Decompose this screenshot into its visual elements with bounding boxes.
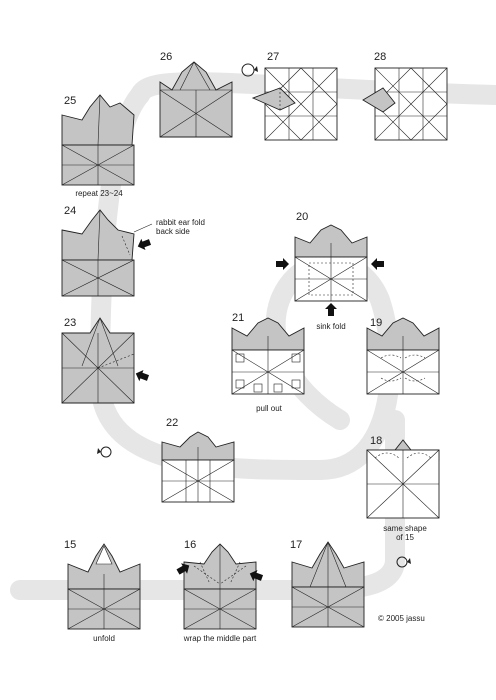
step-16-caption: wrap the middle part <box>183 634 257 643</box>
step-20-caption: sink fold <box>316 322 346 331</box>
step-number-21: 21 <box>232 312 245 324</box>
turn-over-icon <box>97 446 112 458</box>
step-23-figure <box>61 317 135 404</box>
push-arrow-icon <box>133 367 151 384</box>
step-number-16: 16 <box>184 539 197 551</box>
step-25-caption: repeat 23~24 <box>75 189 123 198</box>
step-number-17: 17 <box>290 539 303 551</box>
step-27-figure <box>251 67 338 141</box>
copyright: © 2005 jassu <box>378 614 425 623</box>
push-arrow-icon <box>135 236 153 253</box>
step-number-25: 25 <box>64 95 77 107</box>
turn-over-icon <box>241 63 258 77</box>
step-number-19: 19 <box>370 317 383 329</box>
step-number-20: 20 <box>296 211 309 223</box>
step-number-22: 22 <box>166 417 179 429</box>
step-18-caption: same shape of 15 <box>383 524 427 543</box>
step-15-figure <box>67 543 141 630</box>
turn-over-icon <box>396 556 411 568</box>
step-number-28: 28 <box>374 51 387 63</box>
step-26-figure <box>159 61 233 138</box>
step-21-caption: pull out <box>256 404 282 413</box>
step-16-figure <box>183 543 257 630</box>
step-20-figure <box>294 224 368 302</box>
step-number-23: 23 <box>64 317 77 329</box>
step-18-figure <box>366 439 440 519</box>
push-arrow-icon <box>371 258 384 270</box>
step-number-24: 24 <box>64 205 77 217</box>
step-number-26: 26 <box>160 51 173 63</box>
step-21-figure <box>231 317 305 395</box>
step-24-figure <box>61 209 135 297</box>
push-arrow-icon <box>325 303 337 316</box>
step-number-18: 18 <box>370 435 383 447</box>
step-19-figure <box>366 317 440 395</box>
step-number-15: 15 <box>64 539 77 551</box>
step-22-figure <box>161 431 235 503</box>
step-28-figure <box>362 67 448 141</box>
step-15-caption: unfold <box>93 634 115 643</box>
push-arrow-icon <box>276 258 289 270</box>
step-24-caption: rabbit ear fold back side <box>156 218 205 237</box>
step-25-figure <box>61 94 135 186</box>
step-number-27: 27 <box>267 51 280 63</box>
step-17-figure <box>291 541 365 628</box>
